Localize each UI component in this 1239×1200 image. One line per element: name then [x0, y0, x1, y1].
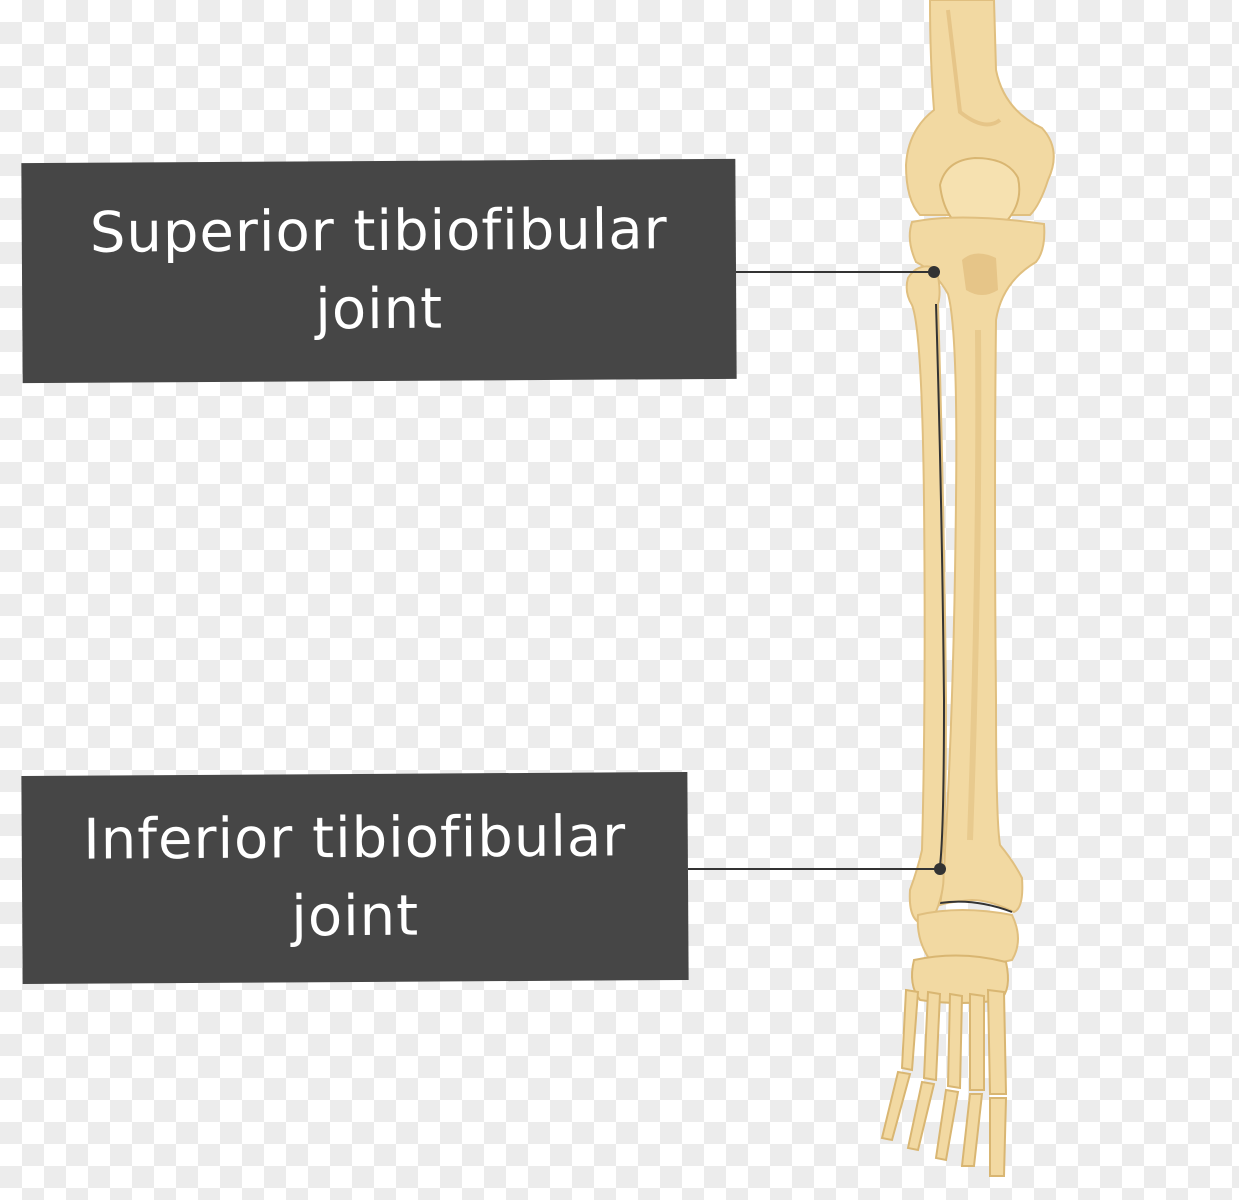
foot-bones-icon	[880, 909, 1019, 1177]
superior-joint-leader	[736, 266, 940, 278]
inferior-tibiofibular-joint-label: Inferior tibiofibular joint	[21, 771, 689, 985]
superior-label-line2: joint	[315, 276, 444, 343]
tibia-bone-icon	[908, 216, 1046, 914]
fibula-bone-icon	[905, 265, 948, 926]
femur-bone-icon	[904, 0, 1055, 216]
superior-label-line1: Superior tibiofibular	[89, 197, 668, 266]
superior-tibiofibular-joint-label: Superior tibiofibular joint	[21, 158, 737, 384]
inferior-joint-leader	[688, 863, 946, 875]
inferior-label-line1: Inferior tibiofibular	[83, 804, 627, 873]
inferior-label-line2: joint	[291, 883, 420, 950]
